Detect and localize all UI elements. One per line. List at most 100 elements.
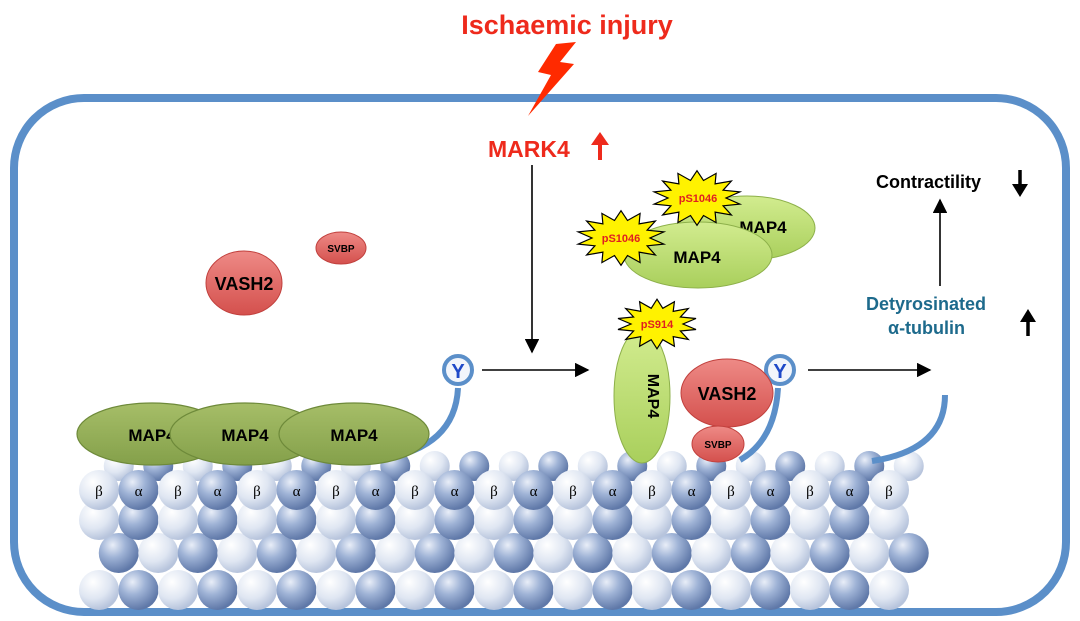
- tubulin-subunit: [632, 570, 672, 610]
- tubulin-subunit: [790, 570, 830, 610]
- svbp-bound: SVBP: [691, 425, 745, 463]
- map4-bound-3-label: MAP4: [330, 426, 378, 445]
- tubulin-subunit: [335, 533, 376, 573]
- tubulin-subunit: [533, 533, 574, 573]
- mark4-label: MARK4: [488, 136, 570, 162]
- beta-tubulin-subunit: [158, 470, 198, 510]
- beta-tubulin-subunit: [316, 470, 356, 510]
- tubulin-subunit: [316, 500, 356, 540]
- beta-tubulin-subunit: [79, 470, 119, 510]
- alpha-tubulin-subunit: [829, 470, 870, 510]
- tubulin-subunit: [355, 500, 396, 540]
- tubulin-subunit: [79, 500, 119, 540]
- detyrosinated-up-arrow-icon: [1020, 309, 1036, 336]
- beta-tubulin-subunit: [869, 470, 909, 510]
- alpha-tubulin-subunit: [592, 470, 633, 510]
- tubulin-subunit: [355, 570, 396, 610]
- tubulin-label: α: [451, 484, 459, 500]
- tubulin-label: β: [411, 484, 419, 500]
- tyrosine-tail-right: [738, 387, 781, 463]
- tubulin-subunit: [256, 533, 297, 573]
- detyrosinated-tail: [871, 394, 948, 464]
- tubulin-subunit: [814, 451, 845, 481]
- title-ischaemic-injury: Ischaemic injury: [461, 10, 673, 40]
- tubulin-subunit: [849, 533, 890, 573]
- map4-vertical: MAP4: [613, 328, 671, 464]
- tubulin-subunit: [79, 570, 119, 610]
- lightning-bolt-icon: [528, 42, 576, 116]
- tubulin-subunit: [553, 570, 593, 610]
- tubulin-subunit: [459, 451, 490, 481]
- tubulin-label: β: [569, 484, 577, 500]
- svbp-free-label: SVBP: [327, 244, 355, 255]
- tubulin-subunit: [276, 500, 317, 540]
- tubulin-subunit: [375, 533, 416, 573]
- svbp-free: SVBP: [315, 231, 367, 265]
- tubulin-subunit: [474, 500, 514, 540]
- tubulin-subunit: [671, 500, 712, 540]
- map4-phospho-front-label: MAP4: [673, 248, 721, 267]
- tubulin-subunit: [869, 570, 909, 610]
- vash2-bound: VASH2: [680, 358, 774, 428]
- tubulin-subunit: [656, 451, 687, 481]
- map4-vertical-label: MAP4: [644, 374, 661, 419]
- tubulin-subunit: [316, 570, 356, 610]
- beta-tubulin-subunit: [790, 470, 830, 510]
- tubulin-label: α: [214, 484, 222, 500]
- map4-bound-2-label: MAP4: [221, 426, 269, 445]
- alpha-tubulin-subunit: [276, 470, 317, 510]
- tubulin-subunit: [888, 533, 929, 573]
- tubulin-subunit: [138, 533, 179, 573]
- tubulin-subunit: [869, 500, 909, 540]
- tubulin-label: α: [372, 484, 380, 500]
- tubulin-label: β: [727, 484, 735, 500]
- tubulin-subunit: [770, 533, 811, 573]
- tubulin-label: β: [806, 484, 814, 500]
- tubulin-label: β: [253, 484, 261, 500]
- tubulin-subunit: [118, 570, 159, 610]
- tubulin-subunit: [513, 570, 554, 610]
- tubulin-subunit: [434, 570, 475, 610]
- tubulin-subunit: [893, 451, 924, 481]
- tubulin-subunit: [632, 500, 672, 540]
- tubulin-subunit: [809, 533, 850, 573]
- tubulin-subunit: [553, 500, 593, 540]
- tubulin-subunit: [197, 570, 238, 610]
- tubulin-label: β: [174, 484, 182, 500]
- detyrosinated-label: Detyrosinated: [866, 294, 986, 314]
- tubulin-subunit: [711, 570, 751, 610]
- tubulin-subunit: [572, 533, 613, 573]
- tubulin-label: α: [846, 484, 854, 500]
- tubulin-subunit: [434, 500, 475, 540]
- tubulin-subunit: [414, 533, 455, 573]
- map4-bound-3: MAP4: [278, 402, 430, 466]
- beta-tubulin-subunit: [553, 470, 593, 510]
- tubulin-subunit: [750, 500, 791, 540]
- tubulin-subunit: [730, 533, 771, 573]
- tubulin-label: α: [688, 484, 696, 500]
- tubulin-subunit: [829, 570, 870, 610]
- phospho-burst-1: pS1046: [651, 169, 743, 227]
- alpha-tubulin-subunit: [750, 470, 791, 510]
- tubulin-label: α: [293, 484, 301, 500]
- tubulin-label: β: [95, 484, 103, 500]
- tubulin-subunit: [454, 533, 495, 573]
- tubulin-label: β: [885, 484, 893, 500]
- tyrosine-right-label: Y: [773, 361, 787, 383]
- tubulin-subunit: [237, 570, 277, 610]
- tubulin-subunit: [612, 533, 653, 573]
- tubulin-label: β: [332, 484, 340, 500]
- alpha-tubulin-subunit: [671, 470, 712, 510]
- phospho-burst-3: pS914: [617, 298, 697, 350]
- tubulin-subunit: [158, 500, 198, 540]
- tubulin-subunit: [197, 500, 238, 540]
- contractility-label: Contractility: [876, 172, 981, 192]
- vash2-free-label: VASH2: [215, 274, 274, 294]
- mark4-up-arrow-icon: [591, 132, 609, 160]
- tubulin-label: α: [135, 484, 143, 500]
- tyrosine-left: Y: [442, 354, 474, 386]
- svbp-bound-label: SVBP: [704, 440, 732, 451]
